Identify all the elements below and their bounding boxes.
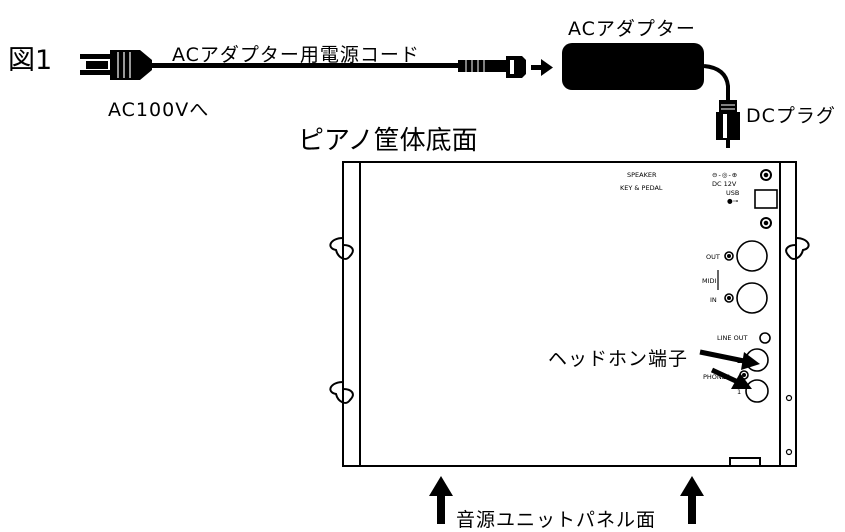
phones-label: PHONES bbox=[703, 373, 731, 381]
cord-connector bbox=[458, 56, 526, 78]
midi-in-label: IN bbox=[710, 296, 717, 304]
speaker-label: SPEAKER bbox=[627, 171, 657, 179]
power-cord bbox=[150, 63, 460, 68]
sound-panel-label: 音源ユニットパネル面 bbox=[456, 509, 657, 531]
headphone-pointer-arrows bbox=[699, 349, 760, 389]
dc-plug bbox=[716, 100, 740, 148]
midi-label: MIDI bbox=[702, 277, 717, 285]
ac-plug bbox=[80, 50, 152, 80]
connect-arrow bbox=[531, 59, 553, 76]
dc-in-label: DC 12V bbox=[712, 180, 737, 188]
ac-adapter-body bbox=[562, 43, 704, 90]
phones-2-label: 2 bbox=[737, 357, 742, 365]
piano-case-bottom bbox=[329, 161, 810, 467]
usb-icon: ●⊸ bbox=[727, 197, 739, 205]
ac-source-label: AC100Vへ bbox=[108, 99, 210, 121]
dc-polarity-icon: ⊖-◎-⊕ bbox=[712, 171, 739, 179]
midi-out-label: OUT bbox=[706, 253, 720, 261]
power-cord-label: ACアダプター用電源コード bbox=[172, 44, 420, 66]
figure-label: 図1 bbox=[8, 45, 53, 76]
usb-label: USB bbox=[726, 189, 740, 197]
key-pedal-label: KEY & PEDAL bbox=[620, 184, 663, 192]
dc-cord bbox=[703, 64, 730, 102]
headphone-jack-label: ヘッドホン端子 bbox=[548, 348, 689, 370]
line-out-label: LINE OUT bbox=[717, 334, 748, 342]
phones-1-label: 1 bbox=[737, 388, 742, 396]
dc-plug-label: DCプラグ bbox=[746, 105, 836, 127]
panel-face-arrows bbox=[429, 476, 704, 524]
ac-adapter-label: ACアダプター bbox=[568, 18, 696, 40]
case-bottom-label: ピアノ筐体底面 bbox=[298, 126, 478, 156]
